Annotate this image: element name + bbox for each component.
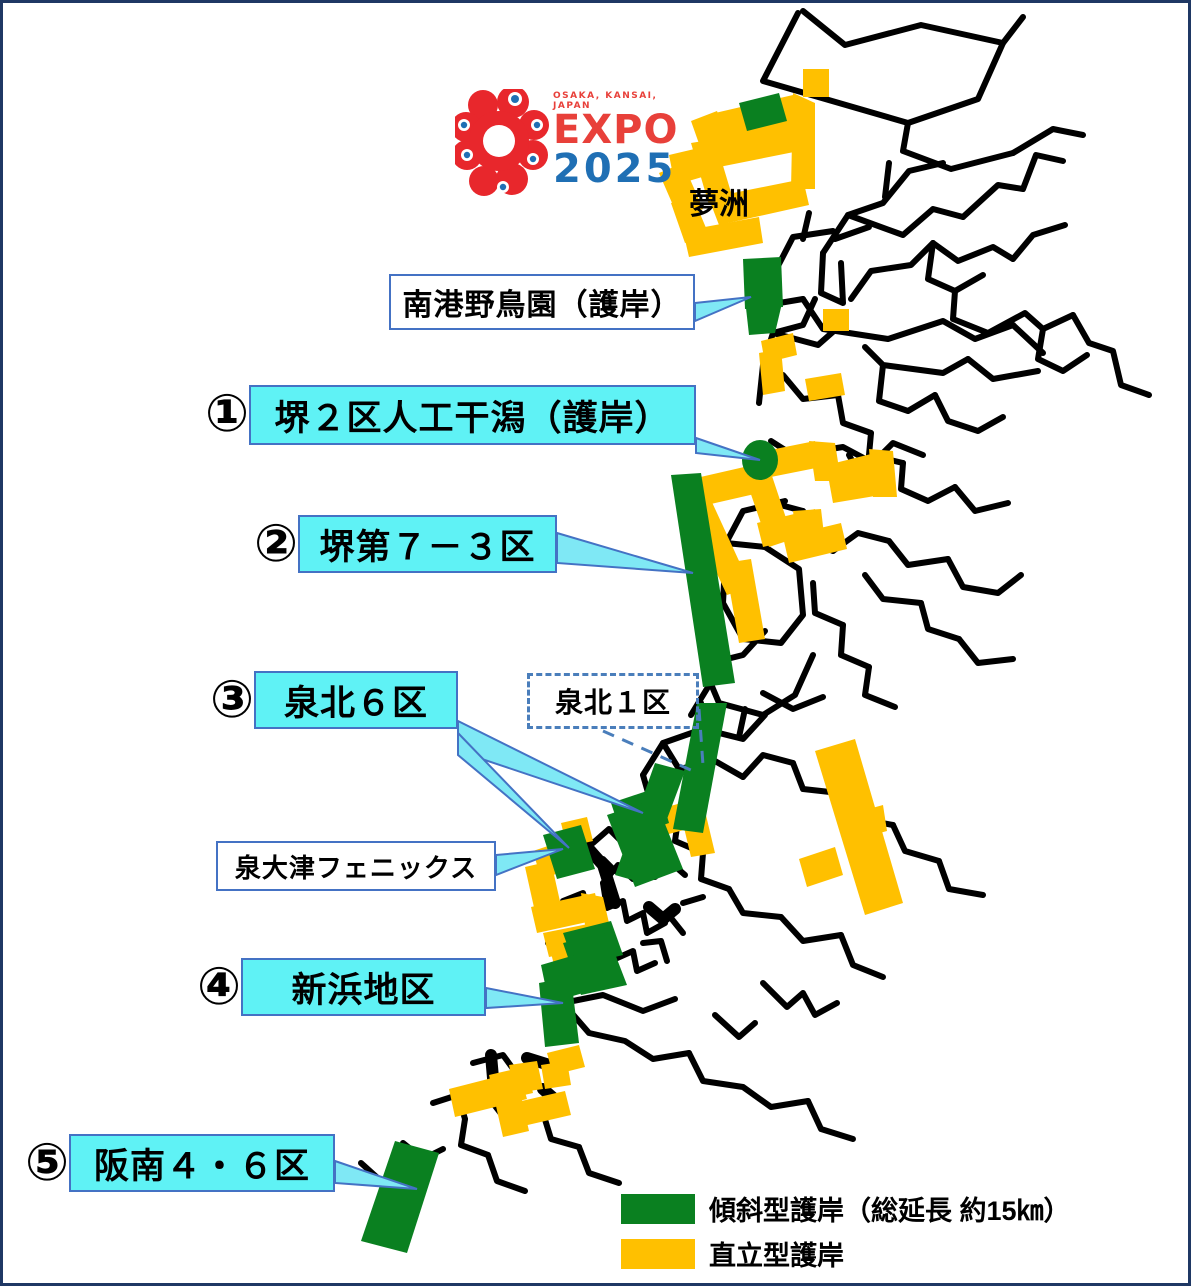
legend-item-sloped: 傾斜型護岸（総延長 約15㎞） <box>621 1189 1071 1228</box>
marker-number-3: ③ <box>204 667 260 733</box>
expo-logo-eyes <box>458 92 543 193</box>
legend-label-sloped: 傾斜型護岸（総延長 約15㎞） <box>709 1196 1071 1226</box>
callout-sakai-2ku[interactable]: 堺２区人工干潟（護岸） <box>249 385 696 445</box>
callout-sakai-dai7-3ku-label: 堺第７－３区 <box>319 527 536 567</box>
expo-line2: 2025 <box>553 146 677 192</box>
callout-sakai-dai7-3ku[interactable]: 堺第７－３区 <box>298 515 557 573</box>
callout-izumiotsu-phoenix-label: 泉大津フェニックス <box>234 852 478 883</box>
senboku1-dashed-leader <box>602 708 705 773</box>
callout-senboku-1ku-label: 泉北１区 <box>554 687 671 718</box>
map-label-yumeshima-text: 夢洲 <box>689 188 749 221</box>
map-canvas: OSAKA, KANSAI, JAPAN EXPO 2025 夢洲 南港野鳥園（… <box>3 3 1188 1283</box>
callout-sakai-2ku-label: 堺２区人工干潟（護岸） <box>274 398 671 438</box>
marker-number-2: ② <box>248 511 304 577</box>
expo-tagline: OSAKA, KANSAI, JAPAN <box>553 91 658 111</box>
callout-senboku-6ku[interactable]: 泉北６区 <box>254 671 458 729</box>
callout-niihama-chiku[interactable]: 新浜地区 <box>241 958 486 1016</box>
marker-number-5: ⑤ <box>19 1130 75 1196</box>
callout-hannan-4-6ku[interactable]: 阪南４・６区 <box>69 1134 335 1192</box>
callout-nanko-yachoen[interactable]: 南港野鳥園（護岸） <box>389 274 695 330</box>
marker-number-1: ① <box>199 381 255 447</box>
legend-label-vertical: 直立型護岸 <box>709 1241 844 1271</box>
callout-niihama-chiku-label: 新浜地区 <box>291 970 436 1010</box>
legend: 傾斜型護岸（総延長 約15㎞） 直立型護岸 <box>621 1189 1071 1279</box>
osaka-bay-coastline-map <box>334 8 1152 1253</box>
marker-number-2-glyph: ② <box>253 515 299 573</box>
legend-item-vertical: 直立型護岸 <box>621 1234 1071 1273</box>
callout-senboku-6ku-label: 泉北６区 <box>283 683 428 723</box>
marker-number-3-glyph: ③ <box>209 671 255 729</box>
legend-swatch-vertical <box>621 1238 695 1269</box>
callout-senboku-1ku[interactable]: 泉北１区 <box>527 673 699 729</box>
callout-izumiotsu-phoenix[interactable]: 泉大津フェニックス <box>216 841 496 891</box>
expo-wordmark: OSAKA, KANSAI, JAPAN EXPO 2025 <box>553 91 678 189</box>
callout-nanko-yachoen-label: 南港野鳥園（護岸） <box>402 289 682 322</box>
marker-number-4-glyph: ④ <box>196 958 242 1016</box>
expo-line1: EXPO <box>553 107 679 153</box>
marker-number-1-glyph: ① <box>204 385 250 443</box>
legend-swatch-sloped <box>621 1193 695 1224</box>
map-label-yumeshima: 夢洲 <box>689 179 749 223</box>
expo-logo-mark <box>451 86 549 196</box>
sloped-type-revetment-segments <box>361 93 787 1253</box>
callout-leader-lines <box>334 296 761 1190</box>
marker-number-4: ④ <box>191 954 247 1020</box>
callout-hannan-4-6ku-label: 阪南４・６区 <box>93 1146 310 1186</box>
marker-number-5-glyph: ⑤ <box>24 1134 70 1192</box>
expo-2025-logo: OSAKA, KANSAI, JAPAN EXPO 2025 <box>451 86 677 199</box>
